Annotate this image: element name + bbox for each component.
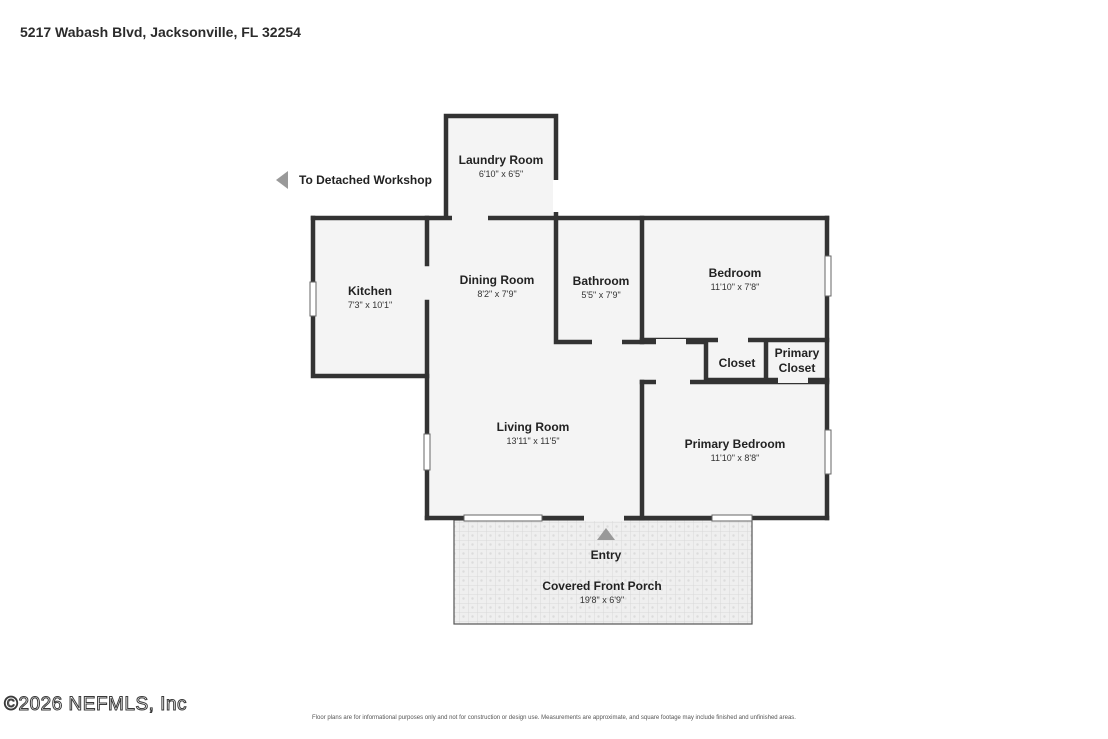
bedroom-label: Bedroom — [709, 266, 762, 280]
address-title: 5217 Wabash Blvd, Jacksonville, FL 32254 — [20, 24, 301, 40]
laundry-room-label: Laundry Room — [459, 153, 544, 167]
living-room-label: Living Room — [497, 420, 570, 434]
disclaimer-text: Floor plans are for informational purpos… — [312, 715, 796, 721]
primary-closet-label-line1: Primary — [775, 346, 820, 360]
porch-area — [453, 519, 753, 625]
direction-label: To Detached Workshop — [299, 173, 432, 187]
porch-dims: 19'8" x 6'9" — [580, 595, 624, 605]
bedroom-dims: 11'10" x 7'8" — [711, 282, 760, 292]
arrow-up-icon — [597, 528, 615, 540]
closet-label: Closet — [719, 356, 756, 370]
dining-room-label: Dining Room — [460, 273, 535, 287]
openings — [309, 180, 832, 522]
primary-closet-label-line2: Closet — [779, 361, 816, 375]
floor-areas — [313, 116, 827, 518]
bathroom-label: Bathroom — [573, 274, 630, 288]
arrow-left-icon — [276, 171, 288, 189]
laundry-room-dims: 6'10" x 6'5" — [479, 169, 523, 179]
watermark-text: ©2026 NEFMLS, Inc — [3, 694, 188, 716]
primary-bedroom-label: Primary Bedroom — [685, 437, 786, 451]
kitchen-dims: 7'3" x 10'1" — [348, 300, 392, 310]
porch-label: Covered Front Porch — [542, 579, 661, 593]
entry-label: Entry — [591, 548, 622, 562]
primary-bedroom-dims: 11'10" x 8'8" — [711, 453, 760, 463]
bathroom-dims: 5'5" x 7'9" — [581, 290, 620, 300]
dining-room-dims: 8'2" x 7'9" — [477, 289, 516, 299]
kitchen-label: Kitchen — [348, 284, 392, 298]
living-room-dims: 13'11" x 11'5" — [506, 436, 559, 446]
